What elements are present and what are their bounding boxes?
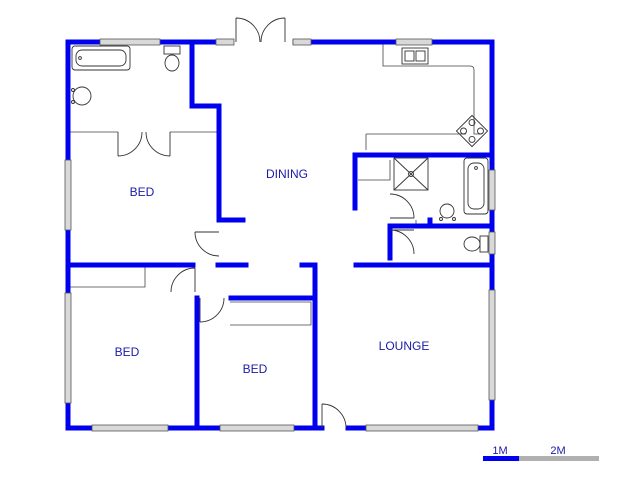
- stove-icon: [455, 114, 489, 148]
- basin-icon: [71, 86, 92, 106]
- door-swing-icon: [117, 131, 171, 157]
- window-icon: [91, 424, 169, 432]
- room-label-bed: BED: [115, 345, 140, 359]
- door-swing-icon: [321, 403, 347, 429]
- window-icon: [64, 292, 72, 404]
- window-icon: [365, 424, 479, 432]
- room-label-lounge: LOUNGE: [379, 339, 430, 353]
- kitchen-sink-icon: [401, 47, 429, 65]
- bathtub-icon: [463, 157, 489, 215]
- bathtub-icon: [71, 45, 131, 71]
- fixture-lines: [70, 44, 480, 326]
- scale-bar-segment-1m: [483, 456, 519, 461]
- scale-bar: 1M 2M: [483, 445, 599, 461]
- room-labels: BED DINING BED BED LOUNGE: [115, 167, 430, 376]
- scale-label-2m: 2M: [550, 445, 565, 457]
- doors: [117, 17, 415, 429]
- scale-label-1m: 1M: [492, 445, 507, 457]
- scale-bar-segment-2m: [519, 456, 599, 461]
- windows: [64, 38, 496, 432]
- window-icon: [488, 289, 496, 401]
- window-icon: [488, 231, 496, 255]
- window-icon: [64, 159, 72, 231]
- door-swing-icon: [235, 17, 286, 43]
- toilet-icon: [463, 235, 489, 253]
- room-label-bed: BED: [130, 185, 155, 199]
- room-label-dining: DINING: [266, 167, 308, 181]
- toilet-icon: [163, 45, 181, 72]
- door-swing-icon: [170, 267, 196, 293]
- window-icon: [292, 38, 312, 46]
- door-swing-icon: [199, 297, 225, 323]
- basin-icon: [439, 203, 456, 221]
- window-icon: [219, 424, 295, 432]
- walls: [65, 39, 495, 431]
- door-swing-icon: [194, 231, 220, 257]
- shower-icon: [393, 157, 429, 191]
- room-label-bed: BED: [243, 362, 268, 376]
- fixtures: [71, 45, 489, 253]
- window-icon: [99, 38, 161, 46]
- door-swing-icon: [389, 229, 415, 255]
- door-swing-icon: [389, 193, 415, 219]
- window-icon: [488, 169, 496, 211]
- window-icon: [215, 38, 235, 46]
- window-icon: [395, 38, 433, 46]
